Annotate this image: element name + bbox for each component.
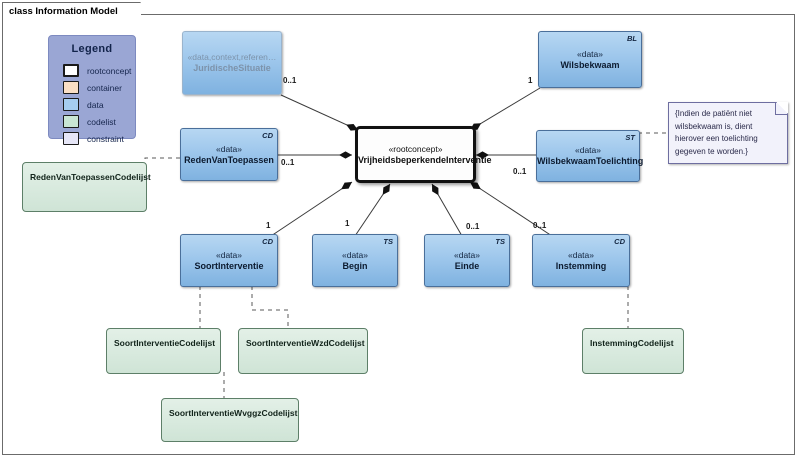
codelist-instemming-name: InstemmingCodelijst <box>590 337 674 348</box>
codelist-instemming[interactable]: InstemmingCodelijst <box>582 328 684 374</box>
link-codelist-soortinterventie-wzd <box>251 286 289 328</box>
legend-label-codelist: codelist <box>87 116 116 127</box>
link-instemming <box>469 181 553 237</box>
class-wilsbekwaam-stereotype: «data» <box>577 48 603 59</box>
multiplicity-wilsbekwaamtoelichting: 0..1 <box>513 167 527 176</box>
legend-item-rootconcept: rootconcept <box>63 62 135 79</box>
note-fold-corner <box>775 102 788 115</box>
legend-label-rootconcept: rootconcept <box>87 65 132 76</box>
class-redenvantoepassen[interactable]: CD «data» RedenVanToepassen <box>180 128 278 181</box>
class-redenvantoepassen-name: RedenVanToepassen <box>184 154 274 165</box>
link-juridischesituatie <box>280 94 359 131</box>
class-wilsbekwaamtoelichting-name: WilsbekwaamToelichting <box>537 156 644 166</box>
codelist-redenvantoepassen-name: RedenVanToepassenCodelijst <box>30 171 151 182</box>
legend-item-container: container <box>63 79 135 96</box>
class-wilsbekwaamtoelichting[interactable]: ST «data» WilsbekwaamToelichting <box>536 130 644 182</box>
legend-list: rootconcept container data codelist cons… <box>49 62 135 147</box>
constraint-note[interactable]: {Indien de patiënt niet wilsbekwaam is, … <box>668 102 788 164</box>
class-instemming-stereotype: «data» <box>568 249 594 260</box>
legend-swatch-container <box>63 81 79 94</box>
class-einde-name: Einde <box>454 260 480 271</box>
link-einde <box>431 183 463 237</box>
codelist-soortinterventie[interactable]: SoortInterventieCodelijst <box>106 328 221 374</box>
class-einde[interactable]: TS «data» Einde <box>424 234 510 287</box>
multiplicity-wilsbekwaam: 1 <box>528 76 533 85</box>
codelist-soortinterventie-name: SoortInterventieCodelijst <box>114 337 216 348</box>
class-instemming-name: Instemming <box>555 260 607 271</box>
codelist-redenvantoepassen[interactable]: RedenVanToepassenCodelijst <box>22 162 151 212</box>
legend-label-container: container <box>87 82 122 93</box>
multiplicity-instemming: 0..1 <box>533 221 547 230</box>
legend-label-data: data <box>87 99 104 110</box>
legend-label-constraint: constraint <box>87 133 124 144</box>
class-begin[interactable]: TS «data» Begin <box>312 234 398 287</box>
class-einde-stereotype: «data» <box>454 249 480 260</box>
legend-item-constraint: constraint <box>63 130 135 147</box>
class-soortinterventie-stereotype: «data» <box>216 249 242 260</box>
legend-item-data: data <box>63 96 135 113</box>
class-soortinterventie-corner-tag: CD <box>262 237 273 246</box>
codelist-soortinterventie-wzd-name: SoortInterventieWzdCodelijst <box>246 337 365 348</box>
class-wilsbekwaamtoelichting-corner-tag: ST <box>625 133 635 142</box>
diagram-title-tab: class Information Model <box>2 2 141 20</box>
class-juridischesituatie-name: JuridischeSituatie <box>193 63 271 73</box>
class-wilsbekwaam-corner-tag: BL <box>627 34 637 43</box>
class-rootconcept-vrijheidsbeperkendeinterventie[interactable]: «rootconcept» VrijheidsbeperkendeInterve… <box>355 126 492 183</box>
class-begin-name: Begin <box>342 260 368 271</box>
legend-swatch-constraint <box>63 132 79 145</box>
codelist-soortinterventie-wzd[interactable]: SoortInterventieWzdCodelijst <box>238 328 368 374</box>
link-begin <box>354 183 391 237</box>
legend-swatch-codelist <box>63 115 79 128</box>
class-einde-corner-tag: TS <box>495 237 505 246</box>
multiplicity-juridischesituatie: 0..1 <box>283 76 297 85</box>
class-juridischesituatie-stereotype: «data,context,referen… <box>187 52 277 62</box>
class-wilsbekwaam-name: Wilsbekwaam <box>560 59 620 70</box>
legend-title: Legend <box>71 43 113 55</box>
class-soortinterventie-name: SoortInterventie <box>194 260 264 271</box>
class-rootconcept-name: VrijheidsbeperkendeInterventie <box>358 154 492 165</box>
class-instemming-corner-tag: CD <box>614 237 625 246</box>
multiplicity-begin: 1 <box>345 219 350 228</box>
legend-swatch-data <box>63 98 79 111</box>
class-begin-corner-tag: TS <box>383 237 393 246</box>
class-instemming[interactable]: CD «data» Instemming <box>532 234 630 287</box>
multiplicity-soortinterventie: 1 <box>266 221 271 230</box>
multiplicity-redenvantoepassen: 0..1 <box>281 158 295 167</box>
legend-swatch-rootconcept <box>63 64 79 77</box>
codelist-soortinterventie-wvggz-name: SoortInterventieWvggzCodelijst <box>169 407 298 418</box>
link-wilsbekwaam <box>469 87 541 131</box>
legend-panel: Legend rootconcept container data codeli… <box>48 35 136 145</box>
link-soortinterventie <box>270 181 353 237</box>
class-begin-stereotype: «data» <box>342 249 368 260</box>
multiplicity-einde: 0..1 <box>466 222 480 231</box>
legend-item-codelist: codelist <box>63 113 135 130</box>
class-redenvantoepassen-stereotype: «data» <box>216 143 242 154</box>
class-soortinterventie[interactable]: CD «data» SoortInterventie <box>180 234 278 287</box>
class-redenvantoepassen-corner-tag: CD <box>262 131 273 140</box>
link-codelist-redenvantoepassen <box>144 157 180 172</box>
class-juridischesituatie[interactable]: «data,context,referen… JuridischeSituati… <box>182 31 282 95</box>
class-rootconcept-stereotype: «rootconcept» <box>388 143 443 154</box>
constraint-note-text: {Indien de patiënt niet wilsbekwaam is, … <box>675 109 758 156</box>
class-wilsbekwaamtoelichting-stereotype: «data» <box>575 145 601 155</box>
class-wilsbekwaam[interactable]: BL «data» Wilsbekwaam <box>538 31 642 88</box>
codelist-soortinterventie-wvggz[interactable]: SoortInterventieWvggzCodelijst <box>161 398 299 442</box>
